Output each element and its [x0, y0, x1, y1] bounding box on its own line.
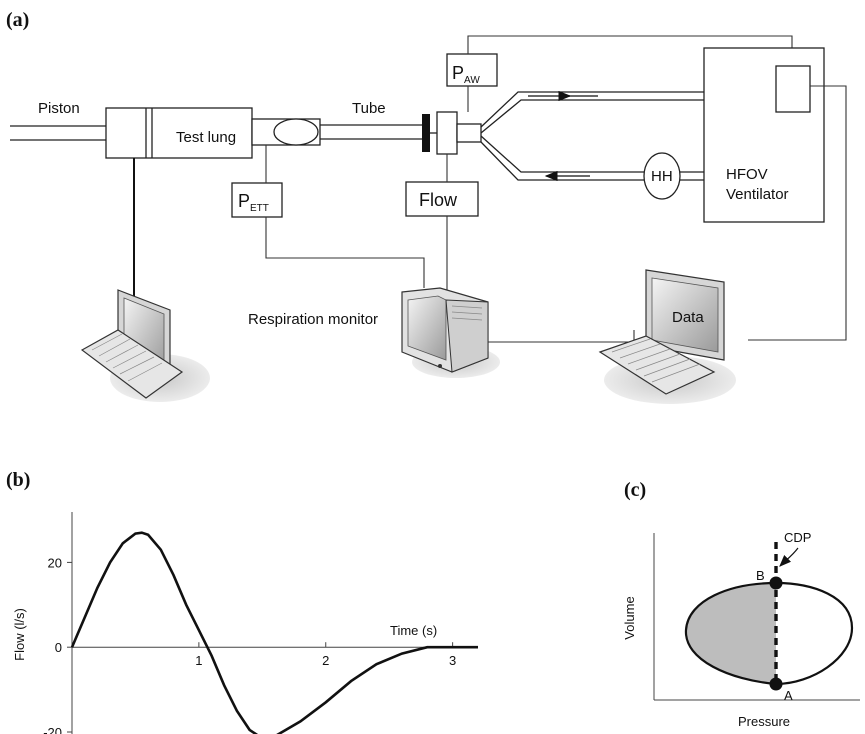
cdp-pointer-arrow	[779, 547, 799, 567]
pressure-volume-loop-chart: Volume Pressure B A CDP	[622, 530, 860, 729]
paw-box	[446, 53, 498, 87]
data-laptop	[598, 269, 736, 404]
hh-label: HH	[651, 168, 673, 185]
pett-label-sub: ETT	[250, 203, 269, 214]
test-lung-label: Test lung	[176, 129, 236, 146]
data-laptop-keys	[611, 338, 701, 383]
data-laptop-keyboard	[598, 335, 716, 395]
ventilator-to-data-wire	[748, 85, 847, 341]
point-b-label: B	[756, 568, 765, 583]
humidifier-hh	[643, 152, 681, 200]
monitor-screen	[407, 295, 447, 361]
monitor-vents	[451, 305, 483, 321]
inspiratory-limb-inner	[480, 99, 704, 134]
point-a-label: A	[784, 688, 793, 703]
point-b-marker	[769, 576, 783, 590]
data-laptop-label: Data	[672, 309, 704, 326]
flow-chart-x-label: Time (s)	[390, 623, 437, 638]
y-tick-label: -20	[43, 725, 62, 734]
pv-chart-x-label: Pressure	[738, 714, 790, 729]
pv-loop-shaded-area	[685, 583, 776, 684]
x-tick-label: 1	[195, 653, 202, 668]
paw-label-sub: AW	[464, 75, 480, 86]
ventilator-label-line1: HFOV	[726, 166, 768, 183]
y-tick-label: 20	[48, 555, 62, 570]
flow-chart-ticks: 1 2 3 20 0 -20	[43, 555, 456, 734]
left-laptop-keys	[91, 333, 163, 382]
point-a-marker	[769, 677, 783, 691]
pett-box	[231, 182, 283, 218]
flow-label: Flow	[419, 190, 458, 210]
y-tick-label: 0	[55, 640, 62, 655]
monitor-to-data-wire	[488, 330, 635, 343]
cdp-label: CDP	[784, 530, 811, 545]
flow-sensor-block	[436, 111, 458, 155]
paw-label: PAW	[452, 63, 480, 86]
flow-box	[405, 181, 479, 217]
pv-chart-y-label: Volume	[622, 596, 637, 639]
piston-label: Piston	[38, 100, 80, 117]
ventilator-inner-module	[775, 65, 811, 113]
panel-c-label: (c)	[624, 479, 646, 501]
monitor-label: Respiration monitor	[248, 311, 378, 328]
panel-a-label: (a)	[6, 9, 29, 31]
tube-clamp	[422, 114, 430, 152]
test-lung-cylinder	[105, 107, 253, 159]
flow-chart-y-label: Flow (l/s)	[12, 608, 27, 661]
expiratory-limb-outer	[480, 141, 645, 181]
left-laptop-keyboard	[80, 329, 184, 399]
ventilator-label-line2: Ventilator	[726, 186, 789, 203]
monitor-power-led	[438, 364, 442, 368]
paw-label-main: P	[452, 63, 464, 83]
y-piece-connector	[456, 123, 482, 143]
expiratory-limb-inner	[480, 135, 645, 173]
panel-b-label: (b)	[6, 469, 30, 491]
pett-label-main: P	[238, 191, 250, 211]
flow-time-chart: 1 2 3 20 0 -20 Time (s) Flow (l/s)	[12, 512, 478, 734]
pett-label: PETT	[238, 191, 269, 214]
ett-sensor-oval	[273, 118, 319, 146]
piston-control-laptop	[80, 289, 210, 402]
x-tick-label: 2	[322, 653, 329, 668]
flow-series-line	[70, 531, 478, 734]
inspiratory-limb-outer	[480, 91, 704, 128]
respiration-monitor	[401, 287, 500, 378]
pett-to-monitor-wire	[265, 217, 425, 288]
x-tick-label: 3	[449, 653, 456, 668]
tube-label: Tube	[352, 100, 386, 117]
data-laptop-screen	[651, 277, 719, 353]
